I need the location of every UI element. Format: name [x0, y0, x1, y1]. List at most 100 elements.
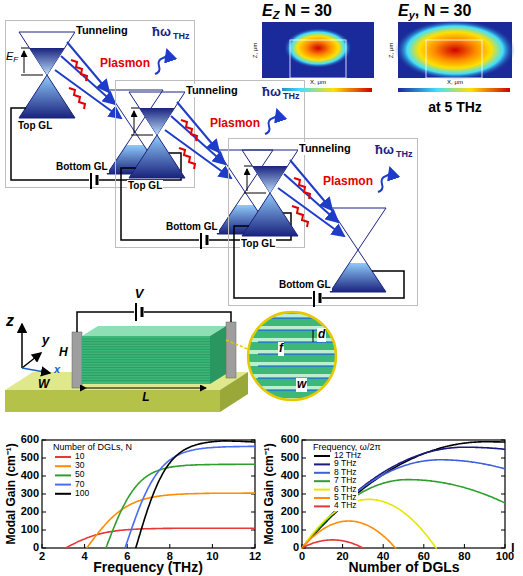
label-text: F [13, 55, 18, 64]
label-text: L [142, 391, 149, 405]
drawing-part [21, 324, 23, 368]
label-text: Frequency (THz) [93, 559, 203, 575]
gain-curve [125, 446, 255, 548]
legend-text: 4 THz [333, 501, 358, 511]
label-text: 8 [167, 550, 173, 563]
drawing-part [226, 340, 250, 350]
label-text: Plasmon [209, 117, 261, 131]
gain-curve [136, 441, 255, 548]
label-text: Z, μm [389, 42, 396, 57]
drawing-part [82, 326, 226, 336]
label-text: Top GL [127, 180, 163, 192]
layer-line [82, 354, 210, 355]
label-text: 600 [281, 433, 299, 446]
label-text: 100 [281, 523, 299, 536]
label-text: Bottom GL [278, 279, 332, 291]
label-text: 6 [124, 550, 130, 563]
drawing-part [22, 368, 50, 373]
graphene-line [258, 353, 336, 354]
field-map-ez [262, 22, 374, 92]
legend-sample [314, 455, 330, 457]
layer-line [82, 357, 210, 358]
drawing-part [248, 312, 336, 402]
label-text: Z [273, 9, 280, 22]
legend-sample [314, 505, 330, 507]
tick-mark [501, 458, 505, 459]
label-text: 200 [281, 505, 299, 518]
legend-text: 100 [74, 489, 90, 499]
label-text: X, μm [447, 79, 463, 86]
label-text: E [262, 2, 273, 20]
tick-mark [42, 458, 46, 459]
drawing-part [82, 336, 210, 384]
band-diagram [229, 139, 418, 308]
drawing-part [77, 312, 134, 332]
layer-line [82, 365, 210, 366]
tick-mark [464, 544, 465, 548]
gain-curve [302, 540, 364, 548]
gain-curve [302, 480, 505, 548]
label-text: 400 [21, 469, 39, 482]
layer-line [82, 341, 210, 342]
drawing-part [141, 307, 144, 317]
gain-curve [302, 460, 505, 548]
label-text: E [398, 2, 409, 20]
label-text: at 5 THz [428, 99, 482, 115]
drawing-part [5, 390, 220, 412]
tick-mark [42, 476, 46, 477]
legend-sample [55, 465, 71, 467]
tick-mark [302, 512, 306, 513]
field-map-ey [395, 20, 515, 92]
label-text: THz [395, 149, 414, 159]
drawing-part [144, 312, 231, 322]
drawing-part [22, 353, 41, 368]
drawing-part [248, 312, 336, 400]
legend-sample [314, 463, 330, 465]
layer-line [82, 380, 210, 381]
gain-curve [302, 447, 505, 548]
layer-line [82, 346, 210, 347]
gain-plots [42, 440, 505, 548]
layer-line [82, 367, 210, 368]
label-text: w [296, 378, 307, 392]
tick-mark [501, 512, 505, 513]
label-text: 100 [21, 523, 39, 536]
gain-curve [302, 521, 396, 548]
tick-mark [302, 530, 306, 531]
tick-mark [501, 530, 505, 531]
label-text: H [59, 346, 68, 360]
plot-frame [42, 440, 255, 548]
layer-line [82, 370, 210, 371]
device-schematic [5, 303, 336, 412]
legend-sample [314, 480, 330, 482]
label-text: 300 [21, 487, 39, 500]
zoom-layer [248, 314, 336, 318]
label-text: f [278, 342, 284, 356]
label-text: 400 [281, 469, 299, 482]
label-text: 0 [299, 550, 305, 563]
drawing-part [262, 22, 374, 78]
zoom-layer [248, 374, 336, 378]
label-text: E [6, 50, 13, 63]
layer-line [82, 375, 210, 376]
legend-sample [55, 484, 71, 486]
label-text: ħω [374, 143, 395, 158]
label-text: Modal Gain (cm⁻¹) [5, 443, 19, 544]
layer-line [82, 362, 210, 363]
gain-curve [106, 464, 255, 548]
tick-mark [342, 544, 343, 548]
tick-mark [302, 494, 306, 495]
label-text: l [511, 541, 515, 556]
label-text: Bottom GL [165, 221, 219, 233]
layer-line [82, 378, 210, 379]
layer-line [82, 352, 210, 353]
tick-mark [42, 512, 46, 513]
drawing-part [290, 40, 346, 78]
label-text: 500 [281, 451, 299, 464]
legend-sample [314, 472, 330, 474]
layer-line [82, 344, 210, 345]
label-text: 12 [249, 550, 261, 563]
layer-line [82, 372, 210, 373]
label-text: Bottom GL [55, 161, 109, 173]
